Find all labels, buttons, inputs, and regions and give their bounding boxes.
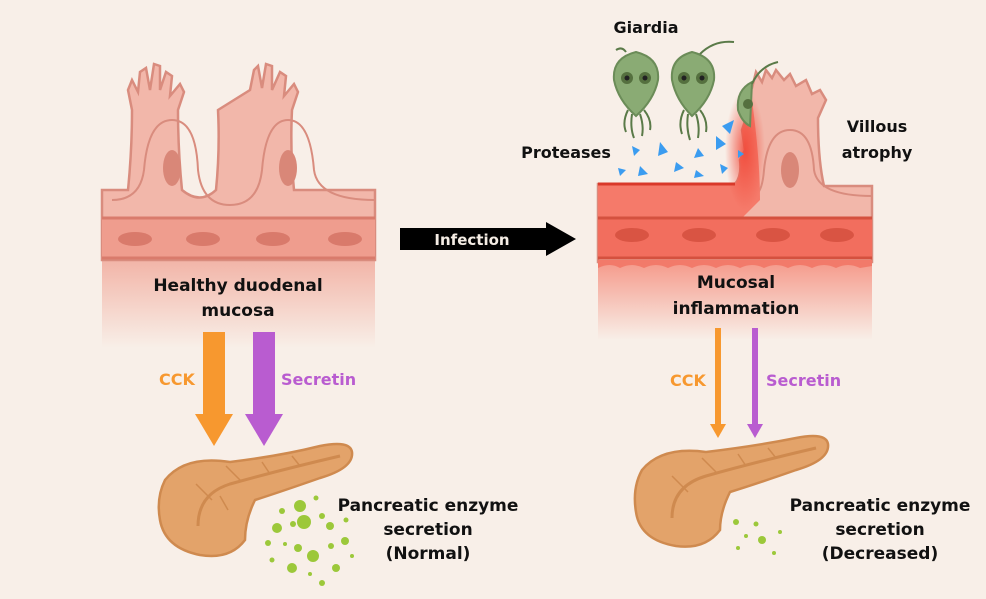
inflammation-label-line2: inflammation [673, 299, 800, 319]
outcome-normal-line3: (Normal) [386, 544, 471, 564]
secretin-label-left: Secretin [281, 370, 356, 389]
protease-particles [618, 120, 744, 178]
red-blood-cell [615, 228, 649, 242]
cell-nucleus [163, 150, 181, 186]
villus-inner-outline [111, 118, 376, 207]
infection-label: Infection [434, 231, 509, 249]
healthy-mucosa-label-line1: Healthy duodenal [153, 276, 322, 296]
cck-arrow-normal [195, 332, 233, 446]
healthy-mucosa-label-line2: mucosa [201, 301, 274, 321]
red-blood-cell [256, 232, 290, 246]
giardia-trophozoite-attached [736, 61, 779, 128]
cck-label-right: CCK [670, 371, 706, 390]
pancreas-normal [157, 442, 354, 558]
villous-atrophy-label-line2: atrophy [842, 143, 913, 162]
giardia-trophozoite [670, 40, 735, 141]
enzyme-dots-decreased [733, 519, 782, 555]
cell-nucleus [279, 150, 297, 186]
inflammation-label-line1: Mucosal [697, 273, 775, 293]
secretin-arrow-reduced [747, 328, 763, 438]
proteases-label: Proteases [521, 143, 611, 162]
giardia-parasites [612, 40, 779, 141]
cck-label-left: CCK [159, 370, 195, 389]
outcome-normal-line2: secretion [383, 520, 472, 540]
secretin-label-right: Secretin [766, 371, 841, 390]
red-blood-cell [328, 232, 362, 246]
outcome-normal-line1: Pancreatic enzyme [338, 496, 519, 516]
inflamed-mucosa [596, 67, 874, 340]
villous-atrophy-label-line1: Villous [847, 117, 907, 136]
enzyme-dots-normal [265, 495, 354, 586]
cck-arrow-reduced [710, 328, 726, 438]
red-blood-cell [820, 228, 854, 242]
red-blood-cell [682, 228, 716, 242]
inflamed-epithelium [598, 100, 760, 220]
infection-arrow [400, 222, 576, 256]
healthy-mucosa [100, 62, 377, 348]
secretin-arrow-normal [245, 332, 283, 446]
lamina-propria-inflamed [598, 262, 872, 340]
red-blood-cell [118, 232, 152, 246]
pancreas-decreased [633, 434, 830, 548]
outcome-decreased-line3: (Decreased) [822, 544, 938, 564]
outcome-decreased-line2: secretion [835, 520, 924, 540]
giardia-trophozoite [612, 47, 660, 139]
outcome-decreased-line1: Pancreatic enzyme [790, 496, 971, 516]
cell-nucleus [781, 152, 799, 188]
red-blood-cell [756, 228, 790, 242]
giardia-label: Giardia [613, 18, 678, 37]
red-blood-cell [186, 232, 220, 246]
villi [100, 62, 377, 262]
lamina-propria [102, 258, 375, 348]
